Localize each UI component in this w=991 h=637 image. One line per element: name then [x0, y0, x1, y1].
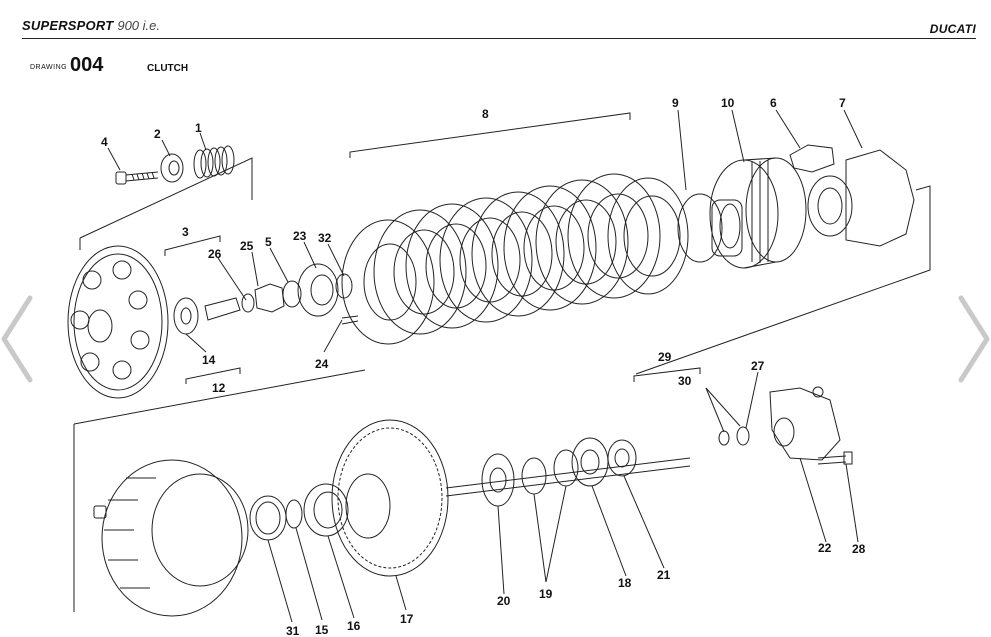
- callout-4: 4: [101, 135, 108, 149]
- callout-23: 23: [293, 229, 307, 243]
- previous-page-button[interactable]: [0, 292, 34, 386]
- callout-labels: 4 2 1 3 26 25 5 23 32 14 12 24 8 9 10 6 …: [101, 96, 866, 637]
- callout-27: 27: [751, 359, 765, 373]
- drawing-title: CLUTCH: [147, 63, 189, 74]
- pressure-plate-part: [67, 245, 169, 399]
- chevron-right-icon: [958, 295, 990, 383]
- basket-part: [709, 157, 807, 269]
- maker-logo: DUCATI: [929, 22, 976, 36]
- callout-17: 17: [400, 612, 414, 626]
- brand-variant: 900 i.e.: [117, 18, 160, 33]
- bolt-part: [115, 171, 159, 185]
- callout-14: 14: [202, 353, 216, 367]
- housing-part: [93, 459, 249, 617]
- callout-26: 26: [208, 247, 222, 261]
- callout-8: 8: [482, 107, 489, 121]
- bracket-12: [185, 367, 241, 384]
- gear-part: [331, 419, 449, 577]
- callout-1: 1: [195, 121, 202, 135]
- bracket-29: [633, 367, 701, 382]
- bracket-8: [349, 112, 631, 158]
- callout-19: 19: [539, 587, 553, 601]
- callout-30: 30: [678, 374, 692, 388]
- callout-28: 28: [852, 542, 866, 556]
- parts-bottom-row: [93, 386, 853, 617]
- callout-10: 10: [721, 96, 735, 110]
- drawing-number: 004: [70, 54, 104, 76]
- drawing-label: DRAWING: [30, 64, 68, 71]
- slave-cylinder-part: [769, 386, 841, 461]
- callout-20: 20: [497, 594, 511, 608]
- callout-9: 9: [672, 96, 679, 110]
- callout-21: 21: [657, 568, 671, 582]
- callout-25: 25: [240, 239, 254, 253]
- callout-22: 22: [818, 541, 832, 555]
- callout-5: 5: [265, 235, 272, 249]
- callout-32: 32: [318, 231, 332, 245]
- cover-part: [807, 149, 915, 247]
- bracket-3: [164, 235, 221, 256]
- chevron-left-icon: [1, 295, 33, 383]
- callout-15: 15: [315, 623, 329, 637]
- callout-31: 31: [286, 624, 300, 637]
- callout-29: 29: [658, 350, 672, 364]
- callout-24: 24: [315, 357, 329, 371]
- brand-model: SUPERSPORT: [22, 18, 114, 33]
- callout-2: 2: [154, 127, 161, 141]
- next-page-button[interactable]: [957, 292, 991, 386]
- callout-18: 18: [618, 576, 632, 590]
- hub-part: [677, 193, 743, 263]
- spring-part: [193, 145, 235, 179]
- callout-3: 3: [182, 225, 189, 239]
- callout-7: 7: [839, 96, 846, 110]
- callout-6: 6: [770, 96, 777, 110]
- callout-12: 12: [212, 381, 226, 395]
- frame-lines: [73, 157, 931, 612]
- leader-lines: [107, 109, 863, 623]
- callout-16: 16: [347, 619, 361, 633]
- parts-top-row: [67, 144, 915, 399]
- clutch-plates-part: [341, 173, 689, 345]
